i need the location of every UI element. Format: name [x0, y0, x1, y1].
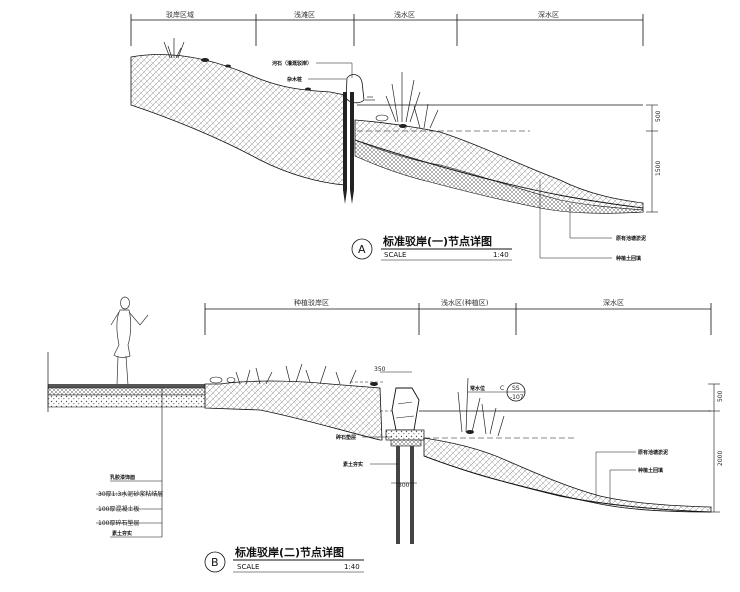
wood-stake	[343, 92, 347, 190]
callout-label: 杂木桩	[287, 76, 302, 83]
dimension-text: 500	[717, 390, 724, 402]
section-title: 标准驳岸(二)节点详图	[234, 545, 344, 559]
shrub-plants	[235, 363, 357, 385]
callout-label: 常水位	[470, 385, 485, 392]
section-a: 驳岸区域 浅滩区 浅水区 深水区	[130, 10, 662, 262]
section-letter: A	[358, 243, 366, 256]
dimension-text: 1500	[655, 161, 662, 176]
paving-surface	[48, 384, 205, 388]
scale-value: 1:40	[493, 251, 509, 259]
gravel-bed	[385, 429, 425, 441]
zone-label: 浅滩区	[294, 10, 315, 19]
scale-label: SCALE	[384, 251, 406, 259]
scale-label: SCALE	[237, 563, 259, 571]
stone-wall	[391, 387, 420, 431]
zone-label: 深水区	[603, 298, 624, 307]
section-marker	[351, 238, 373, 260]
dimension-text: 350	[374, 366, 386, 373]
grass-plant	[163, 38, 185, 59]
detail-ref-bottom: -107	[510, 394, 524, 401]
layer-label: 100厚混凝土板	[98, 505, 139, 513]
detail-ref-top: SS	[512, 385, 520, 392]
dimension-text: 300	[398, 482, 410, 489]
wood-stake	[350, 92, 354, 190]
callout-label: 河石（灌溉驳岸）	[271, 60, 312, 67]
person-silhouette	[110, 296, 149, 386]
zone-label: 浅水区	[394, 10, 415, 19]
detail-ref-letter: C	[500, 385, 504, 392]
bank-soil	[204, 380, 383, 441]
callout-label: 种植土回填	[615, 255, 641, 262]
section-title: 标准驳岸(一)节点详图	[382, 234, 492, 248]
wood-stake	[396, 446, 400, 544]
callout-label: 原有池塘淤泥	[638, 449, 668, 456]
aquatic-plant	[385, 72, 439, 129]
aquatic-plant	[457, 377, 505, 437]
callout-label: 种植土回填	[637, 467, 663, 474]
zone-label: 驳岸区域	[166, 10, 194, 19]
callout-label: 碎石垫层	[336, 434, 356, 441]
dimension-text: 2000	[717, 451, 724, 466]
bank-soil	[130, 54, 346, 186]
layer-label: 30厚1:3水泥砂浆粘结层	[98, 490, 163, 498]
pond-mud	[354, 139, 644, 214]
callout-label: 素土夯实	[342, 461, 363, 468]
section-letter: B	[211, 556, 219, 569]
river-rock	[345, 74, 365, 104]
layer-label: 素土夯实	[111, 530, 132, 537]
scale-value: 1:40	[344, 563, 360, 571]
wood-stake	[410, 446, 414, 544]
layer-label: 乳胶漆饰面	[110, 474, 135, 481]
zone-label: 浅水区(种植区)	[441, 298, 489, 307]
section-marker	[204, 551, 226, 573]
dimension-text: 500	[655, 110, 662, 122]
zone-label: 种植驳岸区	[294, 298, 329, 307]
callout-label: 原有池塘淤泥	[616, 235, 646, 242]
section-b: 种植驳岸区 浅水区(种植区) 深水区	[47, 296, 724, 573]
layer-label: 100厚碎石垫层	[98, 519, 139, 527]
zone-label: 深水区	[538, 10, 559, 19]
